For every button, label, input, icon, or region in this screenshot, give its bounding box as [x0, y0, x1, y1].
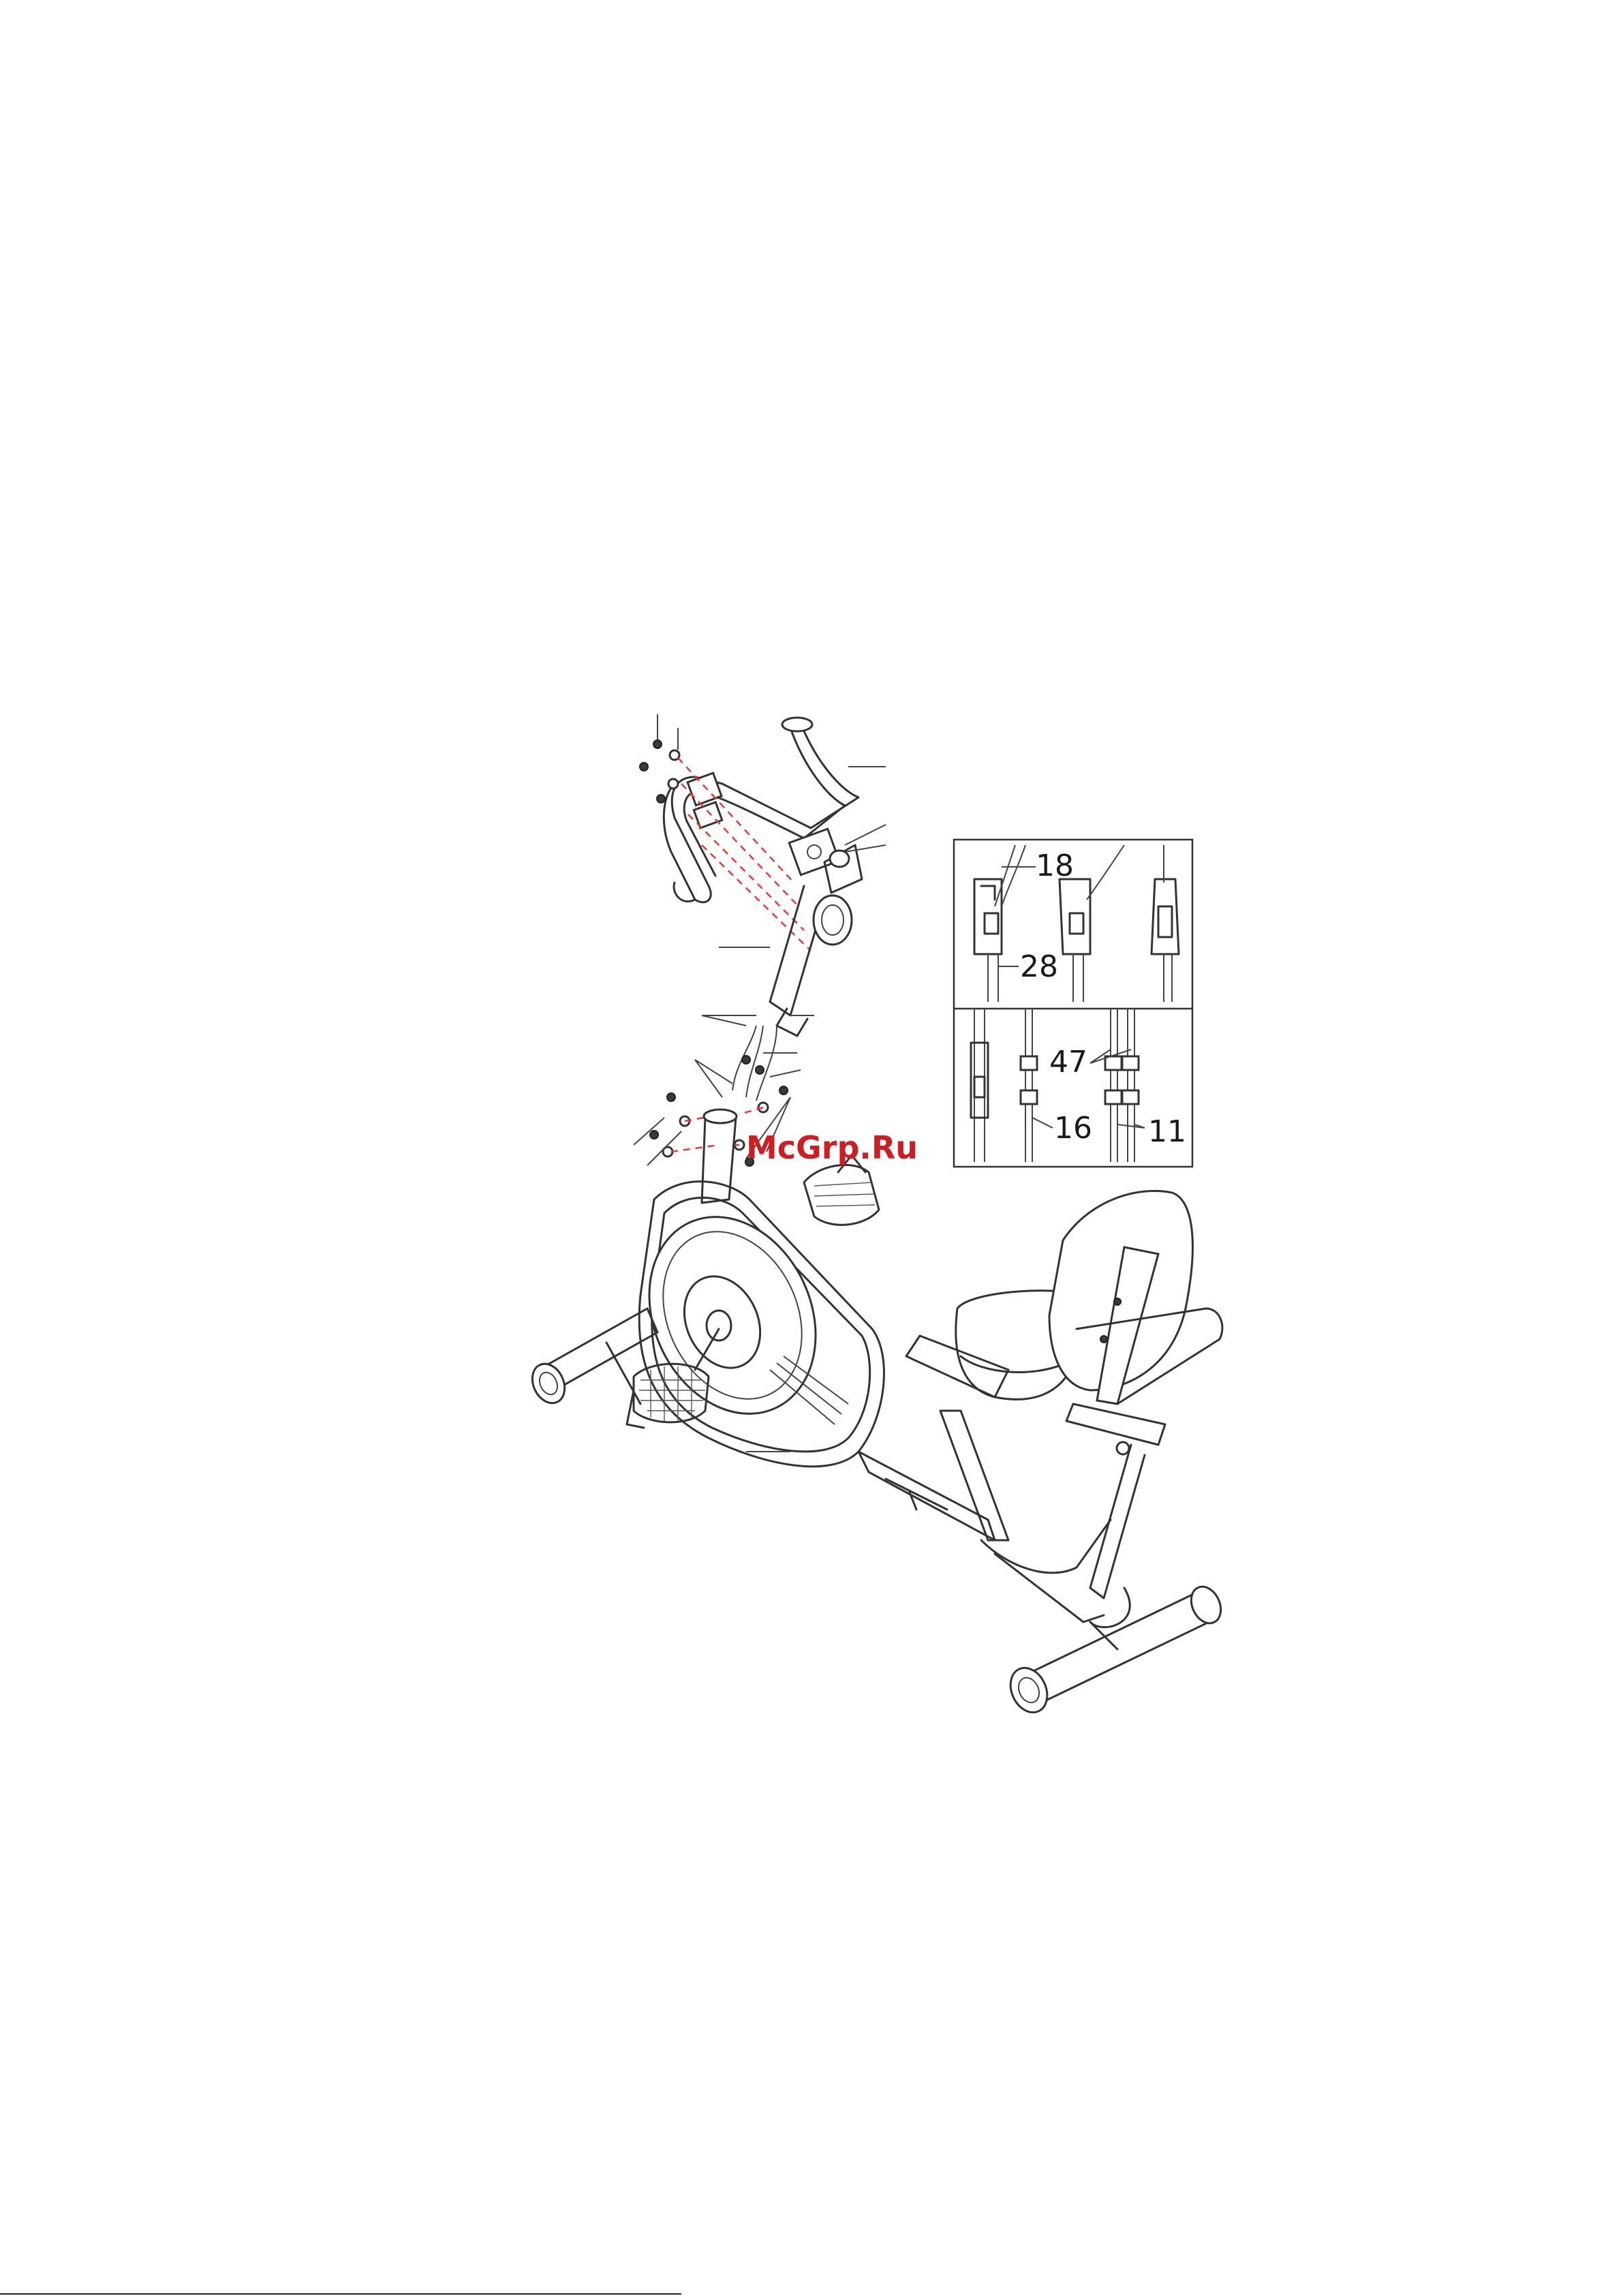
callout-28: 28 — [1020, 949, 1058, 984]
upright-tube — [702, 825, 886, 1036]
callout-18: 18 — [1036, 848, 1074, 883]
handlebar — [664, 718, 886, 902]
callout-47: 47 — [1049, 1045, 1087, 1080]
callout-16: 16 — [1054, 1111, 1092, 1146]
frame-rail — [859, 1411, 1111, 1622]
callout-11: 11 — [1148, 1114, 1186, 1149]
detail-inset: 18 28 47 16 11 — [954, 840, 1192, 1167]
rear-stabilizer — [1004, 1582, 1226, 1718]
front-stabilizer — [526, 1308, 658, 1408]
watermark: McGrp.Ru — [746, 1129, 918, 1166]
backrest — [1049, 1191, 1192, 1404]
